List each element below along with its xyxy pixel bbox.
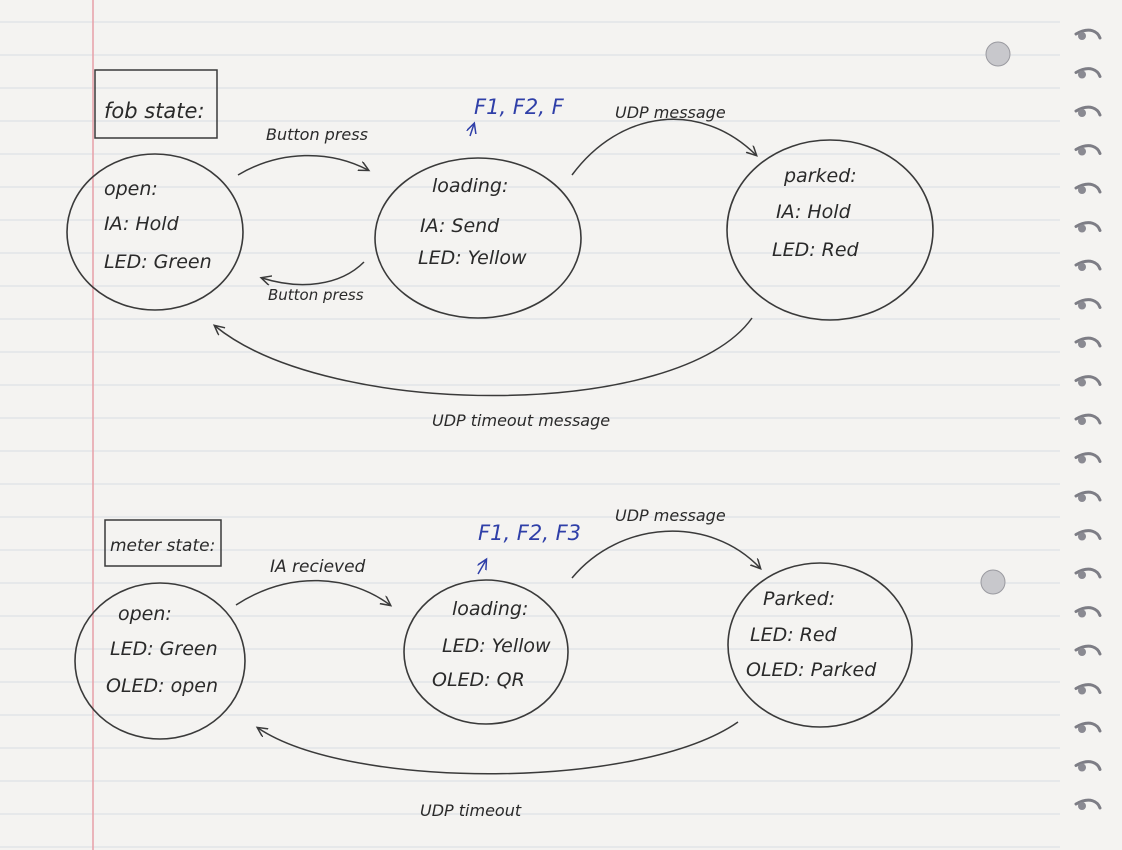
fob-parked-line1: IA: Hold: [776, 201, 852, 223]
fob-state-parked: [726, 139, 934, 321]
spiral-coil: [1074, 375, 1102, 386]
meter-open-line1: LED: Green: [110, 638, 218, 660]
meter-open-line2: OLED: open: [106, 675, 218, 697]
meter-state-parked: [727, 562, 913, 728]
spiral-hole: [1078, 32, 1086, 40]
spiral-coil: [1074, 490, 1102, 502]
fob-state-loading: [374, 157, 582, 319]
meter-loading-name: loading:: [452, 598, 528, 620]
spiral-coil: [1074, 798, 1102, 810]
fob-loading-name: loading:: [432, 175, 508, 197]
spiral-coil: [1074, 529, 1102, 540]
spiral-coil: [1074, 683, 1102, 694]
spiral-coil: [1074, 105, 1102, 117]
spiral-hole: [1078, 301, 1086, 310]
spiral-coil: [1074, 28, 1102, 40]
spiral-hole: [1078, 494, 1086, 502]
ruled-lines: [0, 21, 1060, 848]
spiral-coil: [1074, 413, 1102, 425]
spiral-coil: [1074, 452, 1102, 463]
fob-edge-open-to-loading: [237, 154, 368, 176]
fob-title-box: [94, 69, 218, 139]
spiral-hole: [1078, 455, 1086, 464]
spiral-hole: [1078, 224, 1086, 233]
spiral-hole: [1078, 571, 1086, 579]
binder-hole: [985, 41, 1011, 67]
meter-annotation-arrow: [478, 560, 486, 575]
spiral-hole: [1078, 109, 1086, 117]
spiral-hole: [1078, 263, 1086, 271]
meter-parked-line2: OLED: Parked: [746, 659, 877, 681]
fob-edge-loading-to-parked-label: UDP message: [615, 103, 726, 122]
spiral-coil: [1074, 144, 1102, 155]
spiral-coil: [1074, 567, 1102, 579]
meter-state-loading: [403, 579, 569, 725]
fob-title: fob state:: [104, 99, 205, 123]
meter-title: meter state:: [110, 536, 215, 556]
meter-edge-parked-to-open: [258, 721, 739, 775]
spiral-hole: [1078, 802, 1086, 810]
fob-open-line1: IA: Hold: [104, 213, 180, 235]
meter-edge-open-to-loading-label: IA recieved: [270, 557, 366, 577]
fob-edge-parked-to-open-label: UDP timeout message: [432, 411, 610, 430]
meter-title-box: [104, 519, 222, 567]
binder-hole: [980, 569, 1006, 595]
fob-edge-loading-to-open-label: Button press: [268, 286, 364, 304]
spiral-hole: [1078, 686, 1086, 695]
spiral-coil: [1074, 721, 1102, 733]
spiral-hole: [1078, 70, 1086, 79]
fob-loading-line1: IA: Send: [420, 215, 500, 237]
fob-parked-name: parked:: [783, 165, 857, 187]
spiral-coil: [1074, 606, 1102, 617]
fob-state-diagram: fob state: open: IA: Hold LED: Green loa…: [66, 69, 934, 430]
spiral-coil: [1074, 336, 1102, 348]
spiral-coil: [1074, 760, 1102, 771]
meter-loading-line1: LED: Yellow: [442, 635, 551, 657]
fob-loading-line2: LED: Yellow: [418, 247, 527, 269]
spiral-hole: [1078, 186, 1086, 194]
fob-edge-loading-to-parked: [571, 118, 756, 176]
spiral-binding: [1074, 28, 1102, 810]
fob-open-name: open:: [104, 178, 158, 200]
spiral-hole: [1078, 763, 1086, 772]
fob-edge-parked-to-open: [215, 317, 753, 397]
spiral-hole: [1078, 340, 1086, 348]
spiral-hole: [1078, 532, 1086, 541]
meter-open-name: open:: [118, 603, 172, 625]
fob-open-line2: LED: Green: [104, 251, 212, 273]
meter-edge-loading-to-parked: [571, 530, 760, 579]
meter-edge-loading-to-parked-label: UDP message: [615, 506, 726, 525]
fob-edge-open-to-loading-label: Button press: [266, 125, 368, 144]
fob-parked-line2: LED: Red: [772, 239, 860, 261]
spiral-hole: [1078, 648, 1086, 656]
spiral-hole: [1078, 417, 1086, 425]
spiral-coil: [1074, 182, 1102, 194]
spiral-hole: [1078, 725, 1086, 733]
meter-state-open: [74, 582, 246, 740]
meter-state-diagram: meter state: open: LED: Green OLED: open…: [74, 506, 913, 820]
meter-edge-parked-to-open-label: UDP timeout: [420, 801, 522, 820]
meter-annotation: F1, F2, F3: [478, 521, 581, 545]
meter-edge-open-to-loading: [235, 579, 390, 605]
spiral-coil: [1074, 298, 1102, 309]
meter-loading-line2: OLED: QR: [432, 669, 525, 691]
fob-state-open: [66, 153, 244, 311]
spiral-hole: [1078, 378, 1086, 387]
fob-annotation-arrow: [470, 124, 474, 137]
meter-parked-name: Parked:: [763, 588, 835, 610]
spiral-coil: [1074, 259, 1102, 271]
spiral-hole: [1078, 147, 1086, 156]
spiral-coil: [1074, 67, 1102, 78]
spiral-hole: [1078, 609, 1086, 618]
spiral-coil: [1074, 221, 1102, 232]
meter-parked-line1: LED: Red: [750, 624, 838, 646]
fob-edge-loading-to-open: [262, 261, 365, 285]
spiral-coil: [1074, 644, 1102, 656]
fob-annotation: F1, F2, F: [474, 95, 565, 119]
